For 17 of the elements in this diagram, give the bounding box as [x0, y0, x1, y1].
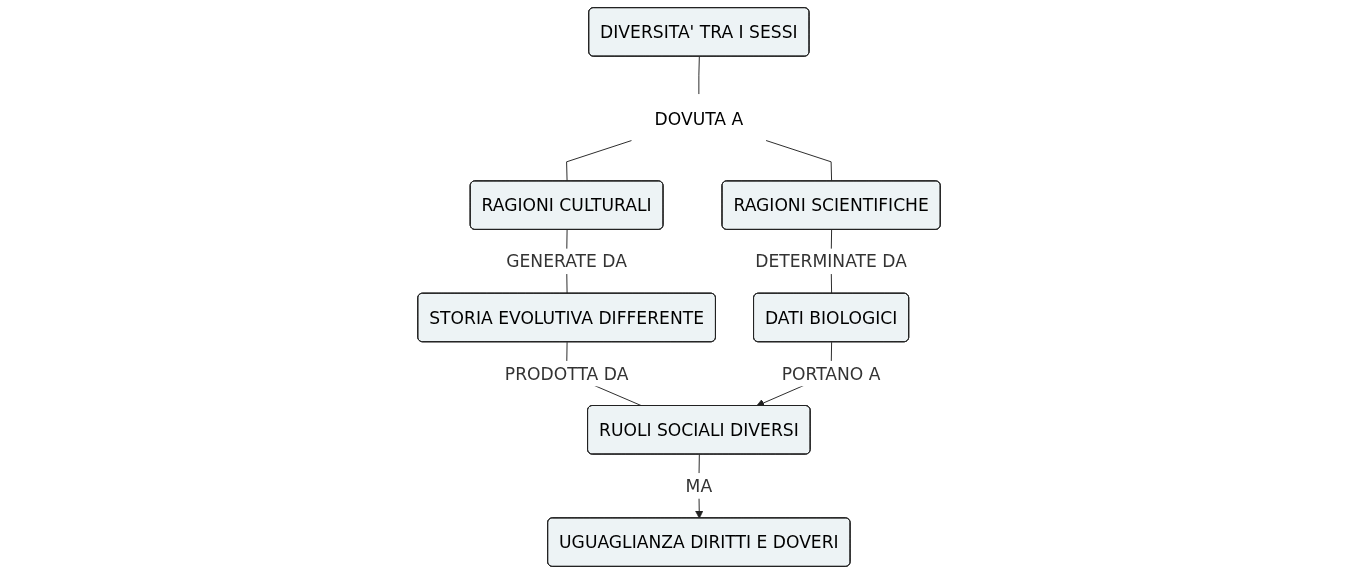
edge-label: MA [685, 475, 713, 496]
concept-box: DIVERSITA' TRA I SESSI [588, 7, 810, 57]
concept-box: RAGIONI CULTURALI [469, 180, 664, 230]
connector-line [566, 140, 633, 182]
concept-box: DATI BIOLOGICI [753, 292, 910, 343]
concept-box: UGUAGLIANZA DIRITTI E DOVERI [547, 517, 851, 567]
edge-label: DETERMINATE DA [755, 251, 907, 272]
concept-box: STORIA EVOLUTIVA DIFFERENTE [417, 292, 716, 343]
edge-label: GENERATE DA [506, 251, 627, 272]
connector-line [765, 140, 833, 182]
edge-label: PORTANO A [781, 363, 881, 384]
connector-line [698, 56, 700, 95]
concept-box: RUOLI SOCIALI DIVERSI [587, 405, 811, 455]
linking-phrase: DOVUTA A [631, 94, 767, 143]
concept-box: RAGIONI SCIENTIFICHE [721, 180, 941, 230]
edge-label: PRODOTTA DA [504, 363, 629, 384]
node-label: DOVUTA A [654, 108, 744, 129]
